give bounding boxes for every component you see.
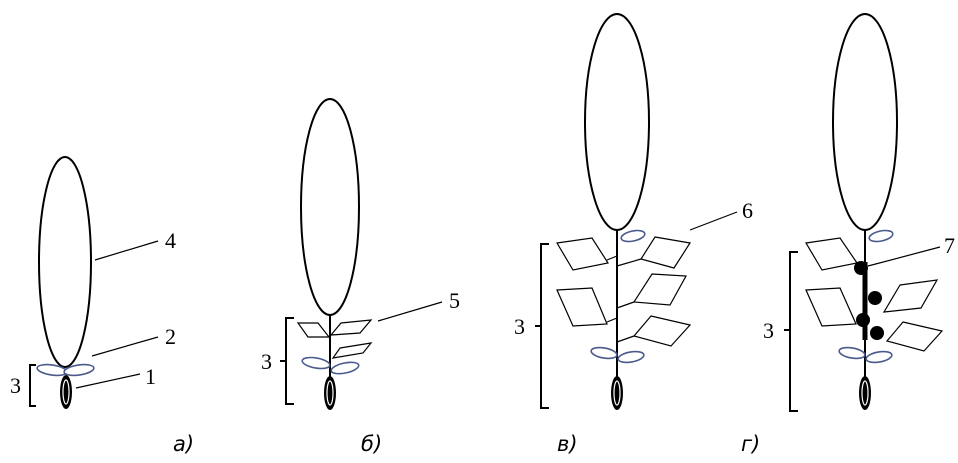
leaf-right-lower bbox=[331, 342, 373, 359]
bracket bbox=[280, 317, 294, 405]
label-sheath: 4 bbox=[165, 228, 176, 253]
leader-5 bbox=[377, 301, 443, 322]
panel-b: 3 5 б) bbox=[261, 98, 460, 456]
label-cotyledon: 2 bbox=[165, 324, 176, 349]
panel-caption: а) bbox=[173, 432, 194, 456]
leader-2 bbox=[91, 336, 159, 357]
petiole bbox=[616, 335, 635, 343]
petiole bbox=[606, 317, 618, 323]
leaf-right-2 bbox=[885, 321, 944, 352]
bracket bbox=[784, 251, 798, 412]
cotyledon-left bbox=[301, 356, 331, 370]
leaf-right-1 bbox=[882, 279, 939, 313]
cotyledon-right bbox=[865, 350, 893, 364]
bracket-label: 3 bbox=[10, 373, 21, 398]
leaf-left-1 bbox=[805, 237, 859, 271]
panel-caption: в) bbox=[557, 432, 578, 456]
sheath-ellipse bbox=[584, 13, 650, 231]
cotyledon-top bbox=[620, 229, 646, 243]
leaf-right-upper bbox=[329, 319, 373, 336]
panel-caption: г) bbox=[741, 432, 760, 456]
seed bbox=[859, 376, 871, 410]
petiole bbox=[616, 258, 642, 267]
leader-7 bbox=[867, 246, 941, 267]
cotyledon-top bbox=[868, 229, 894, 243]
label-nodes: 7 bbox=[944, 233, 955, 258]
leaf-left-2 bbox=[805, 287, 857, 327]
cotyledon-left bbox=[590, 346, 618, 360]
sheath-ellipse bbox=[832, 13, 898, 231]
panel-a: 3 1 2 4 а) bbox=[10, 156, 194, 456]
node-dot bbox=[856, 313, 870, 327]
panel-caption: б) bbox=[361, 432, 382, 456]
node-dot bbox=[870, 326, 884, 340]
node-dot bbox=[854, 261, 868, 275]
sheath-ellipse bbox=[300, 98, 360, 316]
leaf-left-2 bbox=[556, 287, 608, 327]
seed bbox=[611, 376, 623, 410]
bracket bbox=[535, 243, 549, 409]
bracket bbox=[29, 364, 36, 407]
petiole bbox=[616, 301, 635, 309]
label-seed: 1 bbox=[145, 364, 156, 389]
leaf-right-2 bbox=[632, 273, 687, 306]
seed bbox=[60, 375, 72, 409]
cotyledon-left bbox=[36, 363, 68, 377]
cotyledon-left bbox=[838, 346, 866, 360]
leader-6 bbox=[689, 211, 738, 231]
panel-g: 3 7 г) bbox=[741, 13, 955, 456]
label-leaf: 5 bbox=[449, 288, 460, 313]
label-cotyledon: 6 bbox=[742, 198, 753, 223]
seed bbox=[324, 376, 336, 410]
bracket-label: 3 bbox=[261, 349, 272, 374]
sheath-ellipse bbox=[38, 156, 92, 368]
bracket-label: 3 bbox=[763, 318, 774, 343]
leaf-right-1 bbox=[640, 236, 691, 269]
leaf-right-3 bbox=[632, 315, 692, 347]
cotyledon-right bbox=[617, 350, 645, 364]
leader-4 bbox=[94, 240, 159, 261]
cotyledon-right bbox=[330, 361, 360, 375]
leaf-left-1 bbox=[556, 237, 609, 271]
cotyledon-right bbox=[63, 363, 95, 377]
panel-v: 3 6 в) bbox=[514, 13, 753, 456]
node-dot bbox=[868, 291, 882, 305]
bracket-label: 3 bbox=[514, 314, 525, 339]
leaf-left bbox=[296, 322, 331, 338]
petiole bbox=[606, 255, 618, 261]
leader-1 bbox=[75, 373, 141, 389]
